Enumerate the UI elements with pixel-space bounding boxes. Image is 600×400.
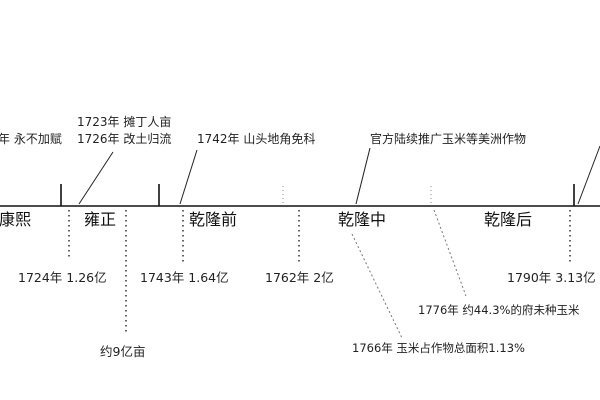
note-kangxi: 年 永不加赋 <box>0 132 62 146</box>
population-1743: 1743年 1.64亿 <box>140 270 229 285</box>
note-1726: 1726年 改土归流 <box>77 132 172 146</box>
note-corn-promotion: 官方陆续推广玉米等美洲作物 <box>370 132 527 146</box>
era-qianlong-early: 乾隆前 <box>189 210 238 229</box>
leader-1742 <box>179 149 198 205</box>
population-1724: 1724年 1.26亿 <box>18 270 107 285</box>
era-qianlong-late: 乾隆后 <box>484 210 533 229</box>
era-qianlong-mid: 乾隆中 <box>338 210 387 229</box>
land-area-1724: 约9亿亩 <box>100 344 146 359</box>
note-1723: 1723年 摊丁人亩 <box>77 115 172 129</box>
leader-1766 <box>351 233 403 339</box>
era-yongzheng: 雍正 <box>84 210 117 229</box>
era-kangxi: 康熙 <box>0 210 32 229</box>
note-1742: 1742年 山头地角免科 <box>197 132 316 146</box>
leader-1723 <box>78 151 114 205</box>
population-1762: 1762年 2亿 <box>265 270 334 285</box>
leader-corn-promotion <box>355 147 371 205</box>
corn-note-1766: 1766年 玉米占作物总面积1.13% <box>352 341 525 355</box>
corn-note-1776: 1776年 约44.3%的府未种玉米 <box>418 303 580 317</box>
leader-right-edge <box>577 145 600 205</box>
population-1790: 1790年 3.13亿 <box>507 270 596 285</box>
leader-1776 <box>433 209 467 297</box>
